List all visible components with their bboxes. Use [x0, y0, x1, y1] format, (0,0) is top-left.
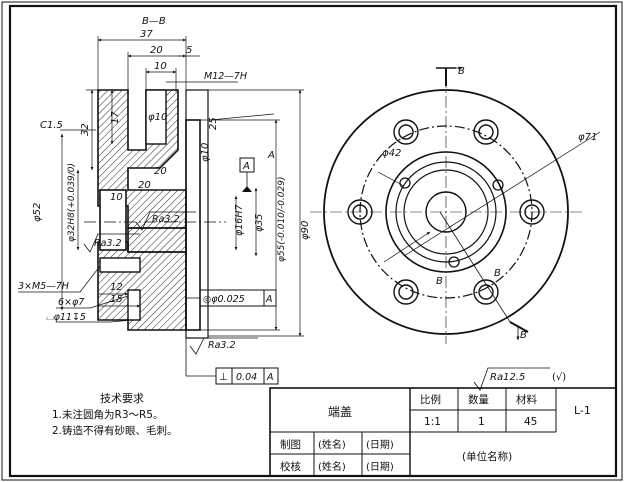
dim-15: 15: [110, 294, 123, 305]
left-dims: [60, 89, 128, 311]
notes-line-2: 2.铸造不得有砂眼、毛刺。: [52, 424, 178, 437]
ra-a: Ra3.2: [152, 214, 180, 225]
end-view-centerlines: [310, 76, 584, 344]
dim-17: 17: [110, 111, 121, 124]
material-label: 材料: [516, 393, 537, 406]
dim-5: 5: [186, 45, 192, 56]
ra-c: Ra3.2: [208, 340, 236, 351]
technical-notes: 技术要求 1.未注圆角为R3～R5。 2.铸造不得有砂眼、毛刺。: [52, 392, 178, 437]
drawn-name: (姓名): [318, 438, 346, 451]
holes-label: 6×φ7: [58, 297, 84, 308]
dim-phi16: φ16H7: [234, 204, 245, 236]
perp-datum: A: [266, 372, 274, 383]
qty-value: 1: [478, 416, 485, 428]
thread-m5-label: 3×M5—7H: [18, 281, 69, 292]
perp-tolerance: 0.04: [236, 372, 257, 383]
dim-10b: 10: [110, 192, 123, 203]
flange-right: [185, 89, 209, 339]
end-view: B B B B φ71 φ42 Ra12.5 (√): [310, 66, 601, 383]
scale-label: 比例: [420, 393, 441, 406]
dim-phi52: φ52: [32, 203, 43, 222]
datum-letter: A: [242, 161, 250, 172]
dim-20c: 20: [138, 180, 151, 191]
title-block: 端盖 比例 数量 材料 1:1 1 45 L-1 制图 校核 (姓名) (姓名)…: [269, 387, 617, 477]
dim-phi42: φ42: [382, 148, 401, 159]
dim-phi35: φ35: [254, 214, 265, 232]
thread-m12-label: M12—7H: [204, 71, 247, 82]
lower-callout-lines: [18, 265, 141, 323]
checked-name: (姓名): [318, 460, 346, 473]
scale-value: 1:1: [424, 416, 441, 428]
dim-32: 32: [80, 123, 91, 136]
diameter-leaders: [377, 131, 601, 263]
perp-symbol: ⊥: [219, 372, 228, 383]
material-value: 45: [524, 416, 537, 428]
top-threaded-hole: [145, 89, 167, 145]
m5-hole: [99, 257, 141, 273]
notes-line-1: 1.未注圆角为R3～R5。: [52, 408, 163, 421]
drawing-number: L-1: [574, 404, 591, 417]
bore: [99, 189, 127, 251]
dim-phi55: φ55(-0.010/-0.029): [277, 177, 287, 262]
ra-marks: [83, 211, 550, 391]
datum-triangle: [242, 186, 252, 192]
section-view: B—B 3: [18, 16, 550, 391]
dim-25: 25: [208, 117, 219, 130]
coax-datum: A: [265, 294, 273, 305]
ra-b: Ra3.2: [94, 238, 122, 249]
view-arrow-top: B: [458, 66, 465, 77]
drawn-label: 制图: [280, 438, 301, 451]
counterbore-label: ⌴φ11↧5: [46, 312, 86, 323]
section-label: B—B: [142, 16, 166, 27]
checked-date: (日期): [366, 461, 394, 473]
section-mark-b2: B: [494, 268, 501, 279]
right-spigot: [185, 119, 201, 331]
dim-12: 12: [110, 282, 123, 293]
drawn-date: (日期): [366, 439, 394, 451]
symmetry-mark: A: [267, 150, 275, 161]
checked-label: 校核: [280, 460, 301, 473]
cutting-plane: [436, 66, 529, 341]
chamfer-c15: C1.5: [40, 120, 63, 131]
top-dims: [97, 36, 238, 92]
section-mark-b1: B: [436, 276, 443, 287]
coaxiality-frame: ◎φ0.025 A: [186, 289, 277, 307]
dim-phi71: φ71: [578, 132, 597, 143]
dim-phi90: φ90: [300, 221, 311, 240]
dim-20: 20: [150, 45, 163, 56]
dim-phi10-a: φ10: [148, 112, 167, 123]
dim-phi32: φ32H8(+0.039/0): [67, 163, 77, 242]
tapped-holes: [399, 177, 504, 268]
counterbore-hole: [127, 289, 141, 321]
notes-title: 技术要求: [100, 392, 144, 405]
part-name: 端盖: [328, 405, 352, 419]
ra-general-rest: (√): [552, 372, 566, 383]
dim-20b: 20: [154, 166, 167, 177]
view-arrow-bottom: B: [520, 330, 527, 341]
unit-name: (单位名称): [462, 450, 512, 463]
coax-tolerance: ◎φ0.025: [203, 294, 245, 305]
ra-general: Ra12.5: [490, 372, 525, 383]
dim-phi10-b: φ10: [200, 143, 211, 162]
dim-10: 10: [154, 61, 167, 72]
dim-37: 37: [140, 29, 153, 40]
qty-label: 数量: [468, 393, 489, 406]
perpendicularity-frame: ⊥ 0.04 A: [185, 336, 279, 385]
